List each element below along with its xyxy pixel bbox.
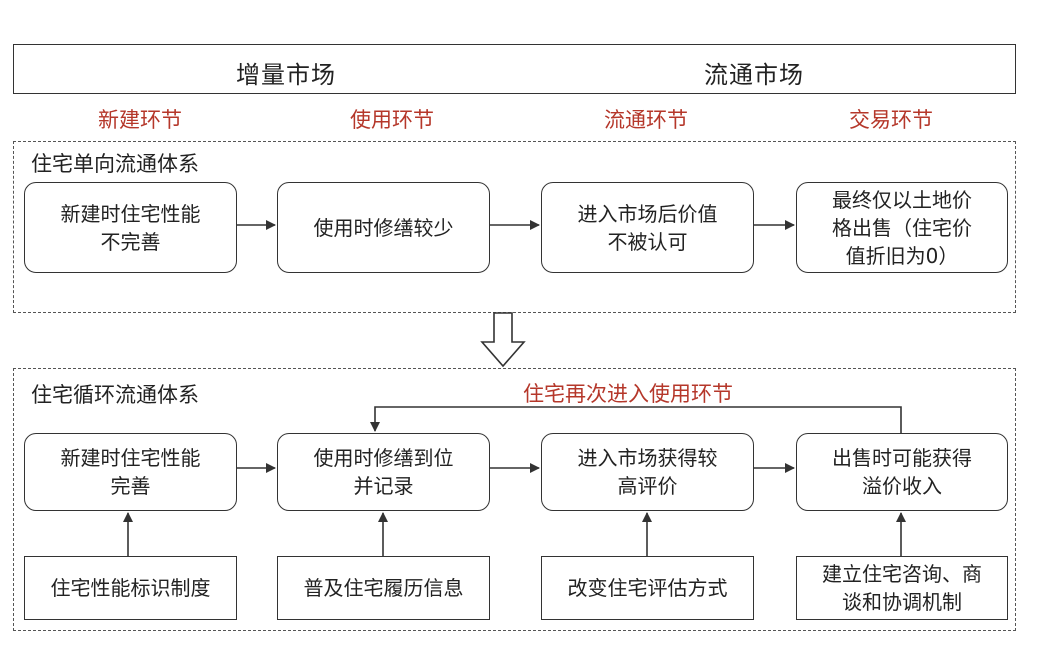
one-way-system-frame [13,141,1016,313]
circulation-market-label: 流通市场 [704,61,804,89]
market-bar: 增量市场 流通市场 [13,44,1016,94]
cycle-system-title: 住宅循环流通体系 [31,383,199,407]
cycle-box-circulation: 进入市场获得较 高评价 [541,433,754,511]
cycle-box-new: 新建时住宅性能 完善 [24,433,237,511]
cycle-system-frame [13,368,1016,631]
loop-label: 住宅再次进入使用环节 [523,382,733,406]
loop-back-arrow [370,406,902,433]
measure-consultation-mechanism: 建立住宅咨询、商 谈和协调机制 [796,556,1008,620]
cycle-box-trade: 出售时可能获得 溢价收入 [796,433,1008,511]
measure-evaluation-method: 改变住宅评估方式 [541,556,754,620]
one-way-box-circulation: 进入市场后价值 不被认可 [541,182,754,273]
incremental-market-label: 增量市场 [236,61,336,89]
one-way-box-trade: 最终仅以土地价 格出售（住宅价 值折旧为0） [796,182,1008,273]
measure-performance-label: 住宅性能标识制度 [24,556,237,620]
one-way-box-use: 使用时修缮较少 [277,182,490,273]
cycle-box-use: 使用时修缮到位 并记录 [277,433,490,511]
transition-down-arrow [480,312,526,368]
measure-history-info: 普及住宅履历信息 [277,556,490,620]
one-way-box-new: 新建时住宅性能 不完善 [24,182,237,273]
stage-label-use: 使用环节 [350,108,434,132]
one-way-system-title: 住宅单向流通体系 [31,152,199,176]
stage-label-circulation: 流通环节 [604,108,688,132]
stage-label-trade: 交易环节 [849,108,933,132]
stage-label-new: 新建环节 [98,108,182,132]
